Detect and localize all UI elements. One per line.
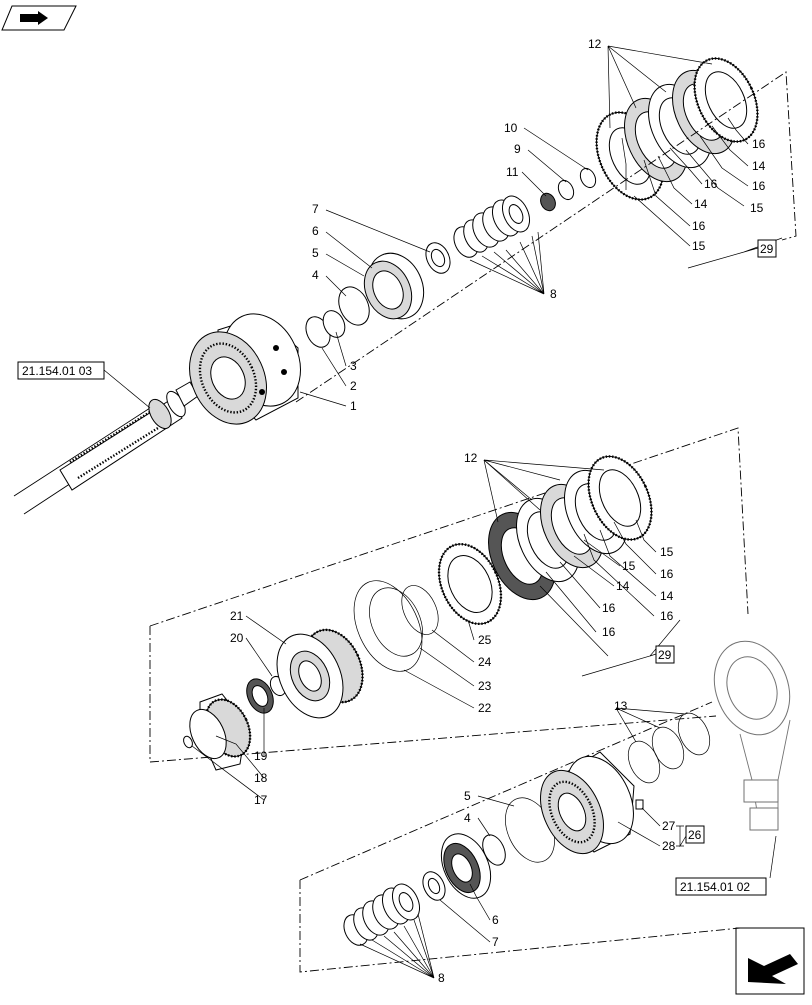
bottom-group-callouts: 13 5 4 6 7 8 27 28 26 [438, 699, 705, 985]
callout-14-mid-a: 14 [660, 589, 674, 603]
callout-12-top: 12 [588, 37, 602, 51]
callout-9-top: 9 [514, 142, 521, 156]
callout-8-bot: 8 [438, 971, 445, 985]
shaft [13, 381, 199, 515]
callout-11-top: 11 [506, 165, 519, 179]
callout-8-top: 8 [550, 287, 557, 301]
part-24-ring [401, 585, 439, 635]
ref-box-29-mid-label: 29 [658, 648, 672, 662]
part-8-spring-pack-lower [343, 883, 421, 946]
part-25-plate [437, 542, 503, 626]
part-1-clutch-drum [189, 313, 301, 425]
part-9-ring [557, 179, 575, 201]
callout-4-top: 4 [312, 268, 319, 282]
callout-15-mid-b: 15 [622, 559, 636, 573]
callout-5-top: 5 [312, 246, 319, 260]
callout-16-mid-c: 16 [602, 601, 616, 615]
bottom-group-boundary [299, 701, 741, 973]
middle-group-callouts: 12 15 16 14 15 16 14 16 16 25 24 23 22 2… [230, 451, 675, 807]
callout-4-bot: 4 [464, 811, 471, 825]
callout-19-mid: 19 [254, 749, 268, 763]
part-11-bushing [540, 192, 556, 212]
callout-23-mid: 23 [478, 679, 492, 693]
callout-27-bot: 27 [662, 819, 676, 833]
part-4-seal-ring-lower [482, 834, 506, 866]
callout-20-mid: 20 [230, 631, 244, 645]
forward-nav-icon[interactable] [735, 927, 805, 995]
callout-16-top-d: 16 [692, 219, 706, 233]
back-nav-icon[interactable] [1, 5, 77, 31]
callout-3-top: 3 [350, 359, 357, 373]
ref-box-29-mid[interactable] [655, 645, 675, 664]
callout-16-top-c: 16 [704, 177, 718, 191]
callout-5-bot: 5 [464, 789, 471, 803]
part-7-washer-lower [422, 871, 446, 901]
shaft-reference-box[interactable]: 21.154.01 03 [17, 361, 105, 380]
leader-lines [103, 45, 783, 979]
callout-15-mid-a: 15 [660, 545, 674, 559]
callout-16-top-b: 16 [752, 179, 766, 193]
part-3-ring [322, 310, 346, 338]
callout-12-mid: 12 [464, 451, 478, 465]
callout-1-top: 1 [350, 399, 357, 413]
callout-6-top: 6 [312, 224, 319, 238]
callout-25-mid: 25 [478, 633, 492, 647]
part-7-washer [425, 242, 451, 274]
callout-18-mid: 18 [254, 771, 268, 785]
ref-box-29-top-label: 29 [760, 242, 774, 256]
part-28-drum [540, 751, 635, 855]
part-17-snap-ring [183, 735, 193, 749]
housing-reference-box[interactable]: 21.154.01 02 [675, 877, 767, 896]
callout-17-mid: 17 [254, 793, 268, 807]
callout-7-bot: 7 [492, 935, 499, 949]
part-18-hub [189, 693, 252, 771]
top-group-callouts: 12 16 14 16 15 10 9 16 14 11 16 15 7 6 5… [312, 37, 777, 413]
callout-10-top: 10 [504, 121, 518, 135]
ref-box-29-top[interactable] [757, 239, 777, 258]
transmission-housing [713, 640, 791, 831]
part-8-spring-pack [453, 195, 531, 258]
callout-15-top-b: 15 [692, 239, 706, 253]
top-group-boundary [295, 71, 797, 403]
callout-21-mid: 21 [230, 609, 244, 623]
ref-box-26-bot[interactable] [685, 825, 705, 844]
housing-reference-label: 21.154.01 02 [680, 880, 750, 894]
callout-6-bot: 6 [492, 913, 499, 927]
callout-16-mid-a: 16 [660, 567, 674, 581]
part-10-ring [579, 167, 597, 189]
callout-28-bot: 28 [662, 839, 676, 853]
callout-2-top: 2 [350, 379, 357, 393]
callout-16-top-a: 16 [752, 137, 766, 151]
callout-14-top-a: 14 [752, 159, 766, 173]
callout-16-mid-d: 16 [602, 625, 616, 639]
part-5-piston [363, 252, 425, 320]
part-21-carrier [276, 628, 364, 719]
callout-22-mid: 22 [478, 701, 492, 715]
middle-clutch-plate-stack [488, 455, 653, 601]
top-clutch-plate-stack [595, 57, 759, 201]
part-6-piston-lower [440, 833, 492, 899]
callout-15-top-a: 15 [750, 201, 764, 215]
part-4-seal-ring [338, 286, 370, 326]
callout-14-mid-b: 14 [616, 579, 630, 593]
part-27-pin [635, 799, 644, 810]
part-19-bearing [246, 678, 274, 714]
ref-box-26-bot-label: 26 [688, 828, 702, 842]
part-22-ring [353, 580, 423, 672]
part-13-rings [627, 712, 711, 784]
callout-14-top-b: 14 [694, 197, 708, 211]
shaft-reference-label: 21.154.01 03 [22, 364, 92, 378]
callout-7-top: 7 [312, 202, 319, 216]
part-23-ring [369, 587, 423, 657]
middle-group-boundary [149, 427, 749, 763]
callout-13-bot: 13 [614, 699, 628, 713]
callout-16-mid-b: 16 [660, 609, 674, 623]
callout-24-mid: 24 [478, 655, 492, 669]
